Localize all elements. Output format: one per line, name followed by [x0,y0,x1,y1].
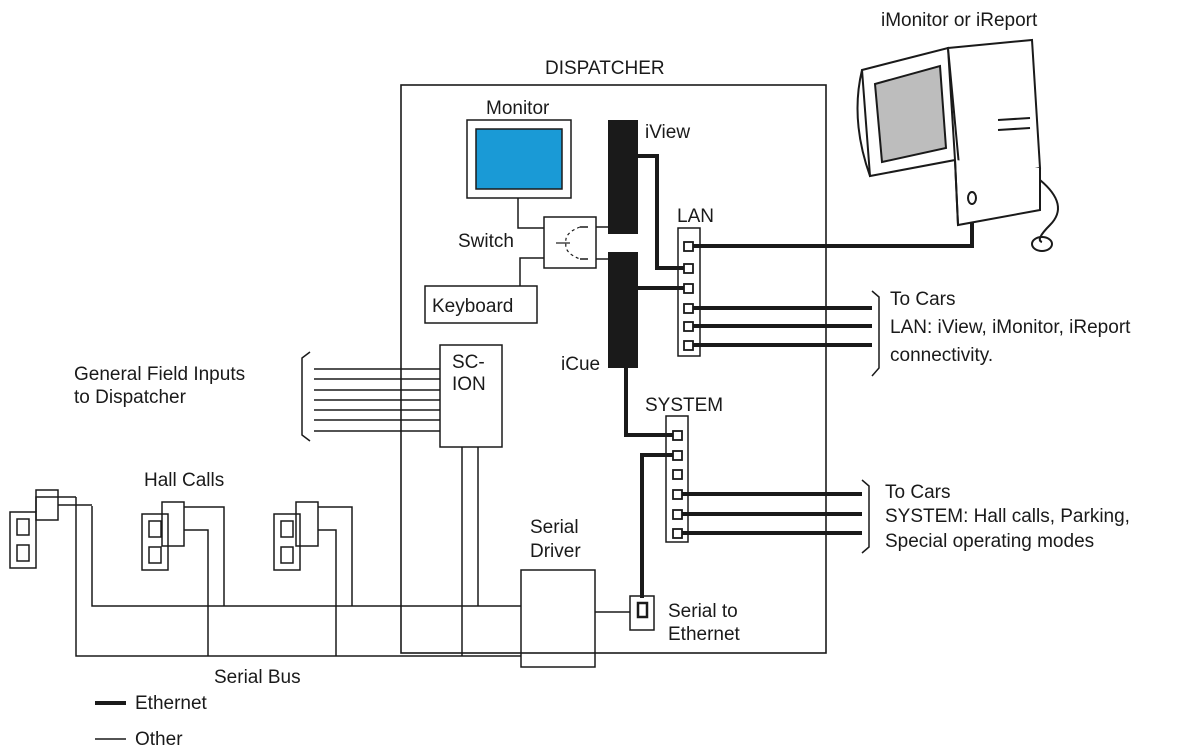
to-cars-system-label-line2: SYSTEM: Hall calls, Parking, [885,506,1130,527]
lan-label: LAN [677,206,714,227]
to-cars-lan-label-line3: connectivity. [890,345,993,366]
sc-ion-label-line1: SC- [452,352,485,373]
iview-bar [608,120,638,234]
serial-to-ethernet-module [629,595,655,631]
ethernet-links [624,154,974,598]
imonitor-label: iMonitor or iReport [881,10,1038,31]
system-to-cars-bracket [861,479,870,554]
to-cars-system-label-line3: Special operating modes [885,531,1094,552]
switch-label: Switch [458,231,514,252]
serial-driver-box [520,569,596,668]
computer-icon [856,38,1059,252]
hall-call-station-1 [9,489,92,569]
field-input-lines [314,368,440,432]
to-cars-system-label-line1: To Cars [885,482,950,503]
serial-bus [75,497,521,657]
serial-to-ethernet-label-line1: Serial to [668,601,738,622]
legend-other-label: Other [135,729,183,750]
icue-bar [608,252,638,368]
serial-driver-label-line1: Serial [530,517,579,538]
to-cars-lan-label-line1: To Cars [890,289,955,310]
hall-call-station-2 [141,501,225,656]
keyboard-label: Keyboard [432,296,513,317]
to-cars-lan-label-line2: LAN: iView, iMonitor, iReport [890,317,1131,338]
monitor-label: Monitor [486,98,550,119]
hall-call-station-3 [273,501,353,656]
sc-ion-box [439,344,503,448]
field-inputs-label-line1: General Field Inputs [74,364,245,385]
legend-ethernet-label: Ethernet [135,693,208,714]
switch-icon [543,216,597,269]
icue-label: iCue [561,354,600,375]
field-inputs-bracket [301,351,311,442]
hall-calls-label: Hall Calls [144,470,224,491]
monitor-icon [466,119,572,199]
sc-ion-label-line2: ION [452,374,486,395]
serial-driver-label-line2: Driver [530,541,581,562]
system-label: SYSTEM [645,395,723,416]
iview-label: iView [645,122,690,143]
serial-bus-label: Serial Bus [214,667,301,688]
dispatcher-label: DISPATCHER [545,58,665,79]
field-inputs-label-line2: to Dispatcher [74,387,187,408]
system-hub [665,415,689,543]
lan-to-cars-bracket [871,290,880,377]
keyboard-box [424,285,538,324]
serial-to-ethernet-label-line2: Ethernet [668,624,741,645]
